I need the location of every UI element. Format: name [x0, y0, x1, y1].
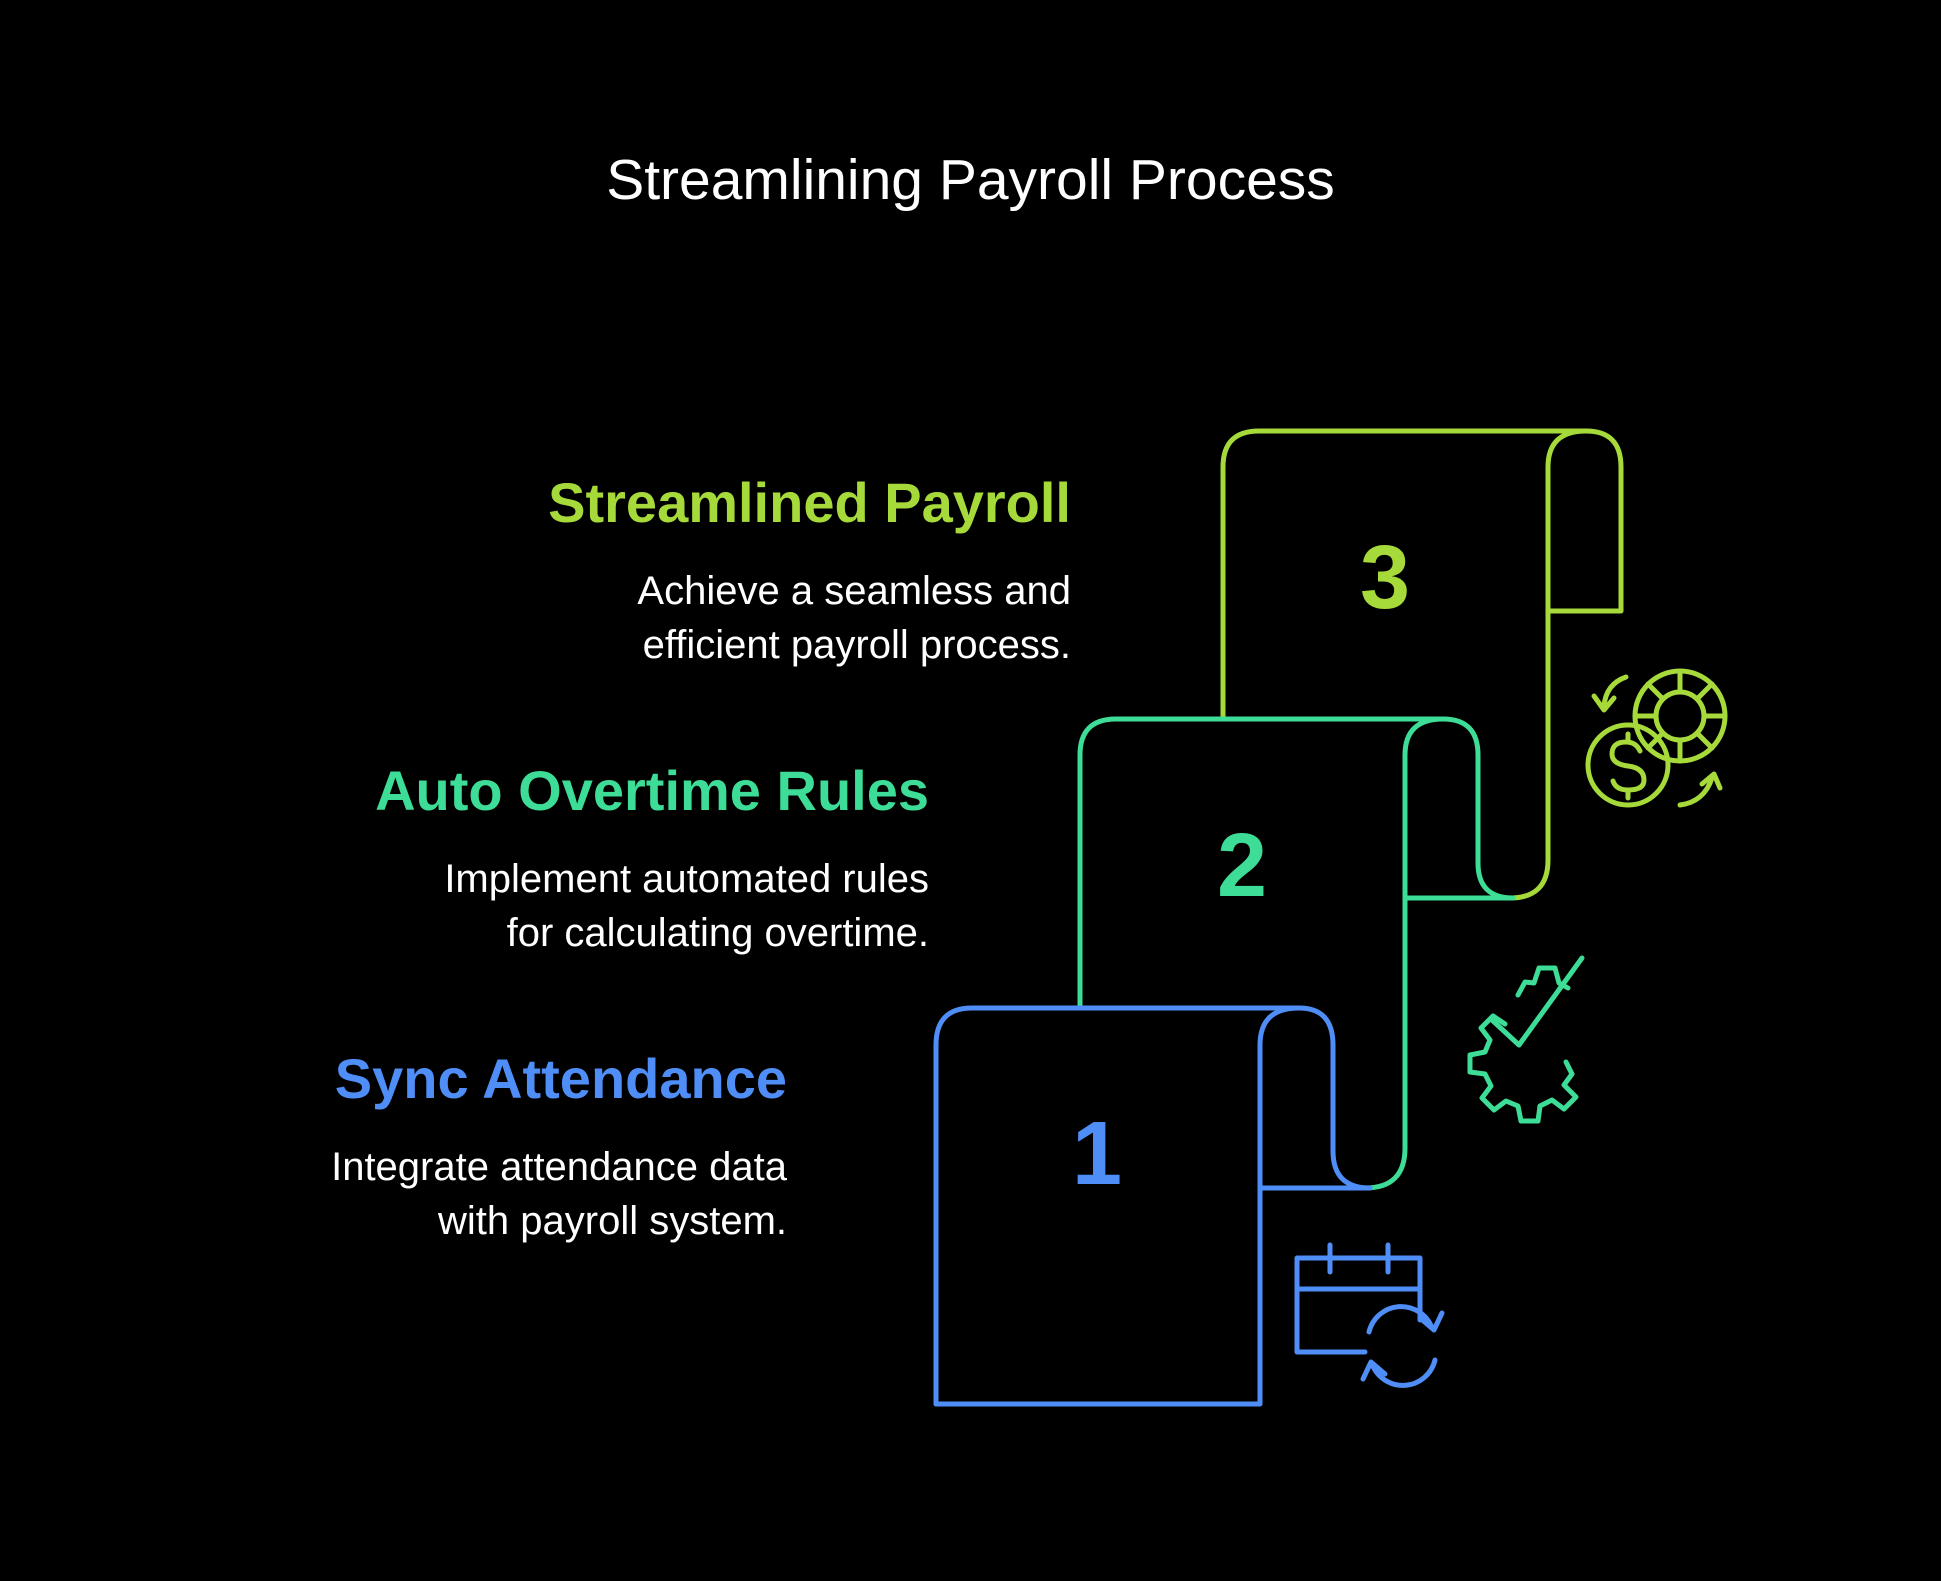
step-3-description: Achieve a seamless and efficient payroll…: [548, 564, 1071, 672]
scroll-3: [1220, 428, 1624, 901]
step-1-description: Integrate attendance data with payroll s…: [331, 1140, 787, 1248]
gear-check-icon: [1467, 955, 1585, 1124]
step-2-text: Auto Overtime Rules Implement automated …: [375, 758, 929, 960]
step-3-description-line-2: efficient payroll process.: [642, 623, 1071, 667]
step-2-description: Implement automated rules for calculatin…: [375, 852, 929, 960]
step-3-number: 3: [1360, 528, 1410, 628]
step-2-heading: Auto Overtime Rules: [375, 759, 929, 822]
step-3-text: Streamlined Payroll Achieve a seamless a…: [548, 470, 1071, 672]
step-2-description-line-1: Implement automated rules: [444, 857, 929, 901]
money-cycle-icon: [1585, 668, 1728, 808]
step-1-description-line-1: Integrate attendance data: [331, 1145, 787, 1189]
step-1-heading: Sync Attendance: [334, 1047, 787, 1110]
calendar-sync-icon: [1294, 1242, 1445, 1388]
page-title: Streamlining Payroll Process: [606, 148, 1335, 212]
step-2-number: 2: [1217, 816, 1267, 916]
scroll-2: [1077, 716, 1516, 1191]
step-1-description-line-2: with payroll system.: [438, 1199, 787, 1243]
step-3-heading: Streamlined Payroll: [548, 471, 1071, 534]
step-2-description-line-2: for calculating overtime.: [506, 911, 929, 955]
scroll-1: [933, 1005, 1373, 1407]
step-1-text: Sync Attendance Integrate attendance dat…: [331, 1046, 787, 1248]
step-1-number: 1: [1072, 1104, 1122, 1204]
step-3-description-line-1: Achieve a seamless and: [637, 569, 1071, 613]
